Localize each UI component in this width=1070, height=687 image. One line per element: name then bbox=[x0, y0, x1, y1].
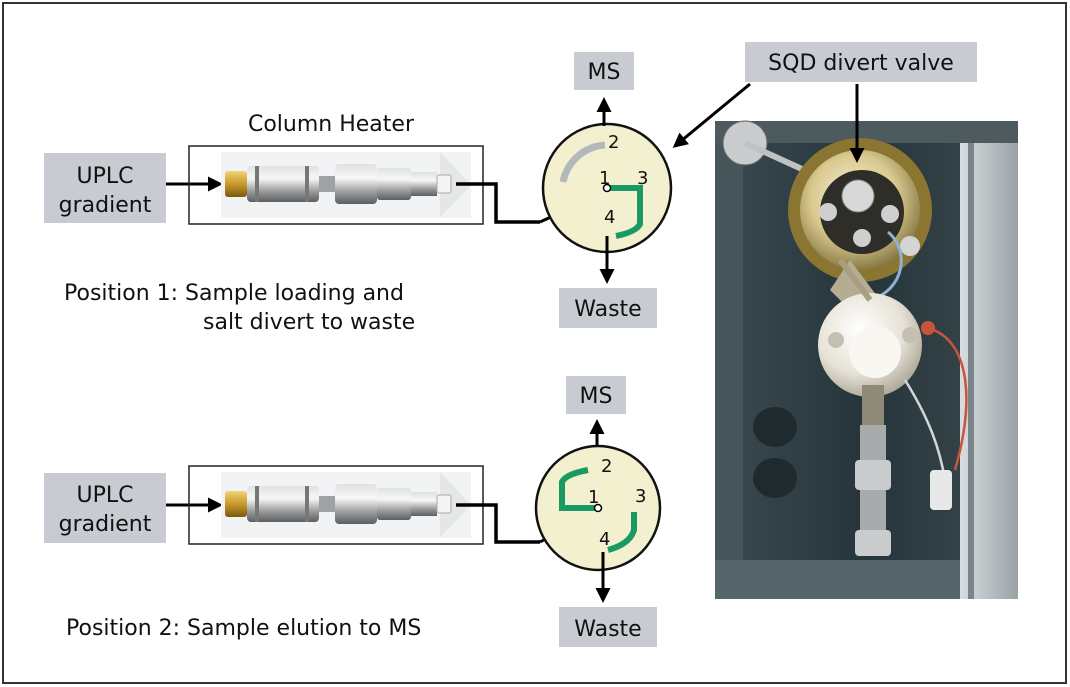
position-1-caption-line1: Position 1: Sample loading and bbox=[64, 281, 404, 306]
port-1-label: 1 bbox=[599, 168, 610, 189]
uplc-box-bg bbox=[44, 153, 166, 223]
uplc-label-line2: gradient bbox=[59, 193, 152, 218]
ms-label: MS bbox=[588, 60, 621, 85]
waste-box: Waste bbox=[559, 607, 657, 647]
uplc-box-bg bbox=[44, 473, 166, 543]
port-1-label: 1 bbox=[588, 487, 599, 508]
waste-label: Waste bbox=[574, 617, 641, 642]
active-channel-3-to-4 bbox=[607, 512, 637, 553]
ms-label: MS bbox=[580, 384, 613, 409]
uplc-label-line2: gradient bbox=[59, 512, 152, 537]
position-2-caption: Position 2: Sample elution to MS bbox=[66, 616, 421, 641]
active-channel-1-to-4 bbox=[607, 185, 643, 239]
port-1-dot bbox=[602, 183, 612, 193]
position-1-diagram: Column Heater UPLC gradient bbox=[44, 52, 673, 335]
uplc-label-line1: UPLC bbox=[77, 164, 134, 189]
sqd-divert-valve-label: SQD divert valve bbox=[768, 51, 954, 76]
port-3-label: 3 bbox=[635, 486, 646, 507]
position-1-caption-line2: salt divert to waste bbox=[203, 310, 415, 335]
column-image bbox=[221, 152, 471, 218]
inactive-channel bbox=[559, 141, 606, 183]
position-2-diagram: UPLC gradient 2 1 3 bbox=[44, 376, 662, 647]
port-1-dot bbox=[593, 503, 603, 513]
sqd-divert-valve-photo bbox=[715, 120, 1018, 599]
valve-position-2: 2 1 3 4 bbox=[534, 444, 662, 572]
port-2-label: 2 bbox=[601, 456, 612, 477]
port-4-label: 4 bbox=[599, 529, 610, 550]
valve-position-1: 2 1 3 4 bbox=[541, 122, 673, 254]
port-2-label: 2 bbox=[608, 132, 619, 153]
active-channel-1-to-2 bbox=[559, 467, 598, 511]
uplc-gradient-box: UPLC gradient bbox=[44, 153, 166, 223]
port-4-label: 4 bbox=[604, 207, 615, 228]
column-image bbox=[221, 472, 471, 538]
uplc-gradient-box: UPLC gradient bbox=[44, 473, 166, 543]
ms-box: MS bbox=[566, 376, 626, 414]
column-to-valve-tubing bbox=[456, 182, 540, 224]
waste-label: Waste bbox=[574, 297, 641, 322]
ms-box: MS bbox=[574, 52, 634, 90]
column-to-valve-tubing bbox=[456, 503, 540, 544]
label-to-diagram-arrow bbox=[672, 82, 751, 148]
uplc-label-line1: UPLC bbox=[77, 483, 134, 508]
port-3-label: 3 bbox=[637, 168, 648, 189]
column-heater-label: Column Heater bbox=[248, 112, 415, 137]
sqd-divert-valve-label-box: SQD divert valve bbox=[745, 42, 977, 82]
waste-box: Waste bbox=[559, 288, 657, 328]
